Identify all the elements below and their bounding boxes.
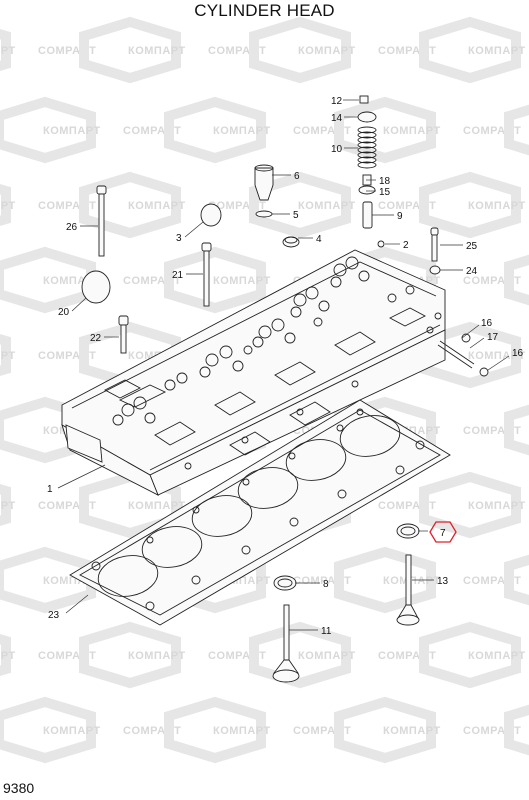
callout-21: 21 xyxy=(172,270,184,281)
exhaust-valve-seat xyxy=(396,523,420,539)
svg-text:КОМПАРТ: КОМПАРТ xyxy=(128,650,186,662)
expansion-plug xyxy=(200,203,222,227)
svg-text:КОМПАРТ: КОМПАРТ xyxy=(213,125,271,137)
callout-labels: 12 14 10 18 15 9 6 5 4 3 2 25 24 26 21 2… xyxy=(47,96,524,637)
page-number: 9380 xyxy=(3,780,35,796)
expansion-plug-large xyxy=(81,270,111,304)
callout-5: 5 xyxy=(293,210,299,221)
cylinder-head-block xyxy=(61,249,446,496)
svg-text:КОМПАРТ: КОМПАРТ xyxy=(383,125,441,137)
svg-text:КОМПАРТ: КОМПАРТ xyxy=(468,500,526,512)
svg-text:КОМПАРТ: КОМПАРТ xyxy=(468,650,526,662)
callout-12: 12 xyxy=(331,96,343,107)
svg-text:КОМПАРТ: КОМПАРТ xyxy=(0,350,16,362)
small-plug xyxy=(377,240,385,248)
head-bolt xyxy=(201,242,212,307)
svg-text:КОМПАРТ: КОМПАРТ xyxy=(43,725,101,737)
svg-text:КОМПАРТ: КОМПАРТ xyxy=(383,575,441,587)
callout-13: 13 xyxy=(437,576,449,587)
svg-text:КОМПАРТ: КОМПАРТ xyxy=(383,725,441,737)
svg-text:КОМПАРТ: КОМПАРТ xyxy=(298,200,356,212)
callout-4: 4 xyxy=(316,234,322,245)
callout-16-bottom: 16 xyxy=(512,348,524,359)
callout-7: 7 xyxy=(440,528,446,539)
intake-valve-seat xyxy=(273,575,297,591)
svg-text:КОМПАРТ: КОМПАРТ xyxy=(0,500,16,512)
svg-text:КОМПАРТ: КОМПАРТ xyxy=(0,650,16,662)
head-bolt-long xyxy=(96,185,107,257)
washer xyxy=(429,265,441,275)
svg-text:КОМПАРТ: КОМПАРТ xyxy=(468,200,526,212)
intake-valve xyxy=(272,604,300,683)
stud-bolt xyxy=(430,227,439,262)
short-bolt xyxy=(118,315,129,354)
callout-18: 18 xyxy=(379,176,391,187)
svg-text:КОМПАРТ: КОМПАРТ xyxy=(468,45,526,57)
callout-11: 11 xyxy=(321,626,332,637)
injector-sleeve xyxy=(254,164,274,201)
valve-train-stack xyxy=(357,95,377,229)
cup-plug xyxy=(282,236,300,248)
callout-3: 3 xyxy=(176,233,182,244)
callout-20: 20 xyxy=(58,307,70,318)
callout-26: 26 xyxy=(66,222,78,233)
callout-23: 23 xyxy=(48,610,60,621)
callout-15: 15 xyxy=(379,187,391,198)
svg-text:КОМПАРТ: КОМПАРТ xyxy=(213,725,271,737)
callout-10: 10 xyxy=(331,144,343,155)
svg-text:КОМПАРТ: КОМПАРТ xyxy=(298,650,356,662)
svg-text:КОМПАРТ: КОМПАРТ xyxy=(128,200,186,212)
svg-text:КОМПАРТ: КОМПАРТ xyxy=(298,45,356,57)
callout-22: 22 xyxy=(90,333,102,344)
callout-2: 2 xyxy=(403,240,409,251)
callout-1: 1 xyxy=(47,484,53,495)
svg-text:КОМПАРТ: КОМПАРТ xyxy=(0,200,16,212)
callout-25: 25 xyxy=(466,241,478,252)
callout-17: 17 xyxy=(487,332,499,343)
exhaust-valve xyxy=(396,554,420,626)
svg-text:КОМПАРТ: КОМПАРТ xyxy=(128,500,186,512)
leader-lines xyxy=(57,99,510,631)
callout-16-top: 16 xyxy=(481,318,493,329)
callout-6: 6 xyxy=(294,171,300,182)
dowel-pin xyxy=(437,333,489,377)
callout-highlight xyxy=(429,521,457,543)
callout-14: 14 xyxy=(331,113,343,124)
svg-text:КОМПАРТ: КОМПАРТ xyxy=(468,350,526,362)
callout-24: 24 xyxy=(466,266,478,277)
callout-8: 8 xyxy=(323,579,329,590)
callout-9: 9 xyxy=(397,211,403,222)
watermark-layer: КОМПАРТCOMPARTКОМПАРТCOMPARTКОМПАРТCOMPA… xyxy=(0,16,529,764)
head-gasket xyxy=(69,399,451,626)
svg-text:КОМПАРТ: КОМПАРТ xyxy=(128,45,186,57)
svg-text:КОМПАРТ: КОМПАРТ xyxy=(213,275,271,287)
diagram-title: CYLINDER HEAD xyxy=(194,1,335,20)
o-ring xyxy=(255,210,273,218)
svg-text:КОМПАРТ: КОМПАРТ xyxy=(0,45,16,57)
svg-text:КОМПАРТ: КОМПАРТ xyxy=(43,125,101,137)
